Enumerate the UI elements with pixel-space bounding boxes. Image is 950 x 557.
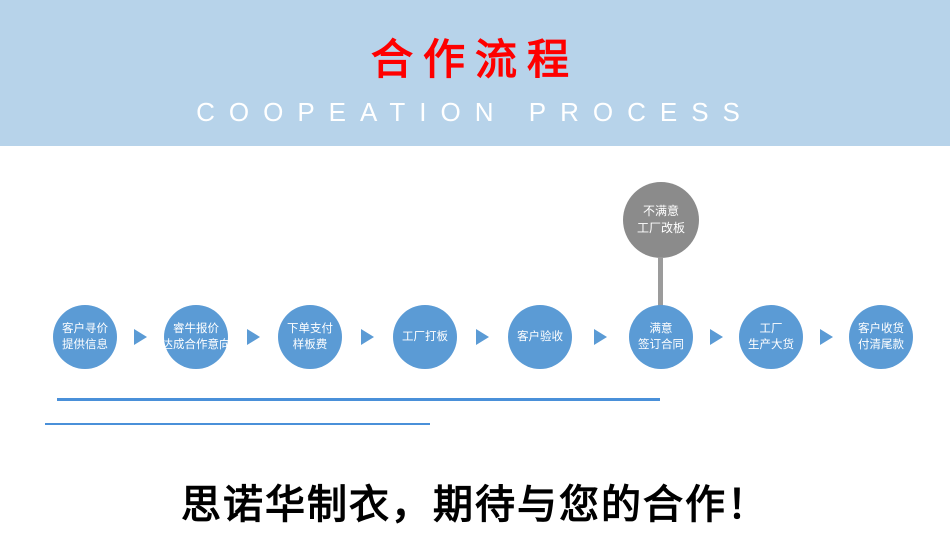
step-4-line1: 工厂打板 — [402, 331, 448, 343]
underline-secondary — [45, 423, 430, 425]
step-8-line2: 付清尾款 — [858, 339, 904, 351]
banner-subtitle: COOPEATION PROCESS — [196, 97, 754, 127]
step-circle-3: 下单支付 样板费 — [278, 305, 342, 369]
step-1-line1: 客户寻价 — [62, 323, 108, 335]
rework-line1: 不满意 — [642, 204, 679, 218]
step-2-line1: 睿牛报价 — [173, 323, 219, 335]
arrow-right-icon — [361, 329, 374, 345]
step-3-line2: 样板费 — [292, 339, 328, 351]
banner-title: 合作流程 — [370, 36, 579, 83]
step-8-line1: 客户收货 — [858, 323, 904, 335]
arrow-right-icon — [710, 329, 723, 345]
arrow-right-icon — [594, 329, 607, 345]
step-6-line2: 签订合同 — [638, 339, 684, 351]
step-3-line1: 下单支付 — [287, 323, 333, 335]
step-circle-1: 客户寻价 提供信息 — [53, 305, 117, 369]
step-circle-8: 客户收货 付清尾款 — [849, 305, 913, 369]
step-circle-5: 客户验收 — [508, 305, 572, 369]
banner: 合作流程 COOPEATION PROCESS — [0, 0, 950, 146]
step-circle-2: 睿牛报价 达成合作意向 — [161, 305, 231, 369]
slogan: 思诺华制衣，期待与您的合作！ — [181, 483, 769, 527]
step-7-line1: 工厂 — [759, 323, 783, 335]
underline-primary — [57, 398, 660, 401]
rework-line2: 工厂改板 — [636, 221, 685, 235]
step-2-line2: 达成合作意向 — [161, 339, 231, 351]
arrow-right-icon — [820, 329, 833, 345]
step-1-line2: 提供信息 — [62, 339, 108, 351]
rework-node: 不满意 工厂改板 — [623, 182, 699, 258]
step-7-line2: 生产大货 — [748, 339, 794, 351]
arrow-right-icon — [134, 329, 147, 345]
rework-connector-line — [658, 257, 663, 307]
step-circle-4: 工厂打板 — [393, 305, 457, 369]
arrow-right-icon — [247, 329, 260, 345]
arrow-right-icon — [476, 329, 489, 345]
step-5-line1: 客户验收 — [517, 331, 563, 343]
step-6-line1: 满意 — [649, 323, 673, 335]
step-circle-7: 工厂 生产大货 — [739, 305, 803, 369]
step-circle-6: 满意 签订合同 — [629, 305, 693, 369]
